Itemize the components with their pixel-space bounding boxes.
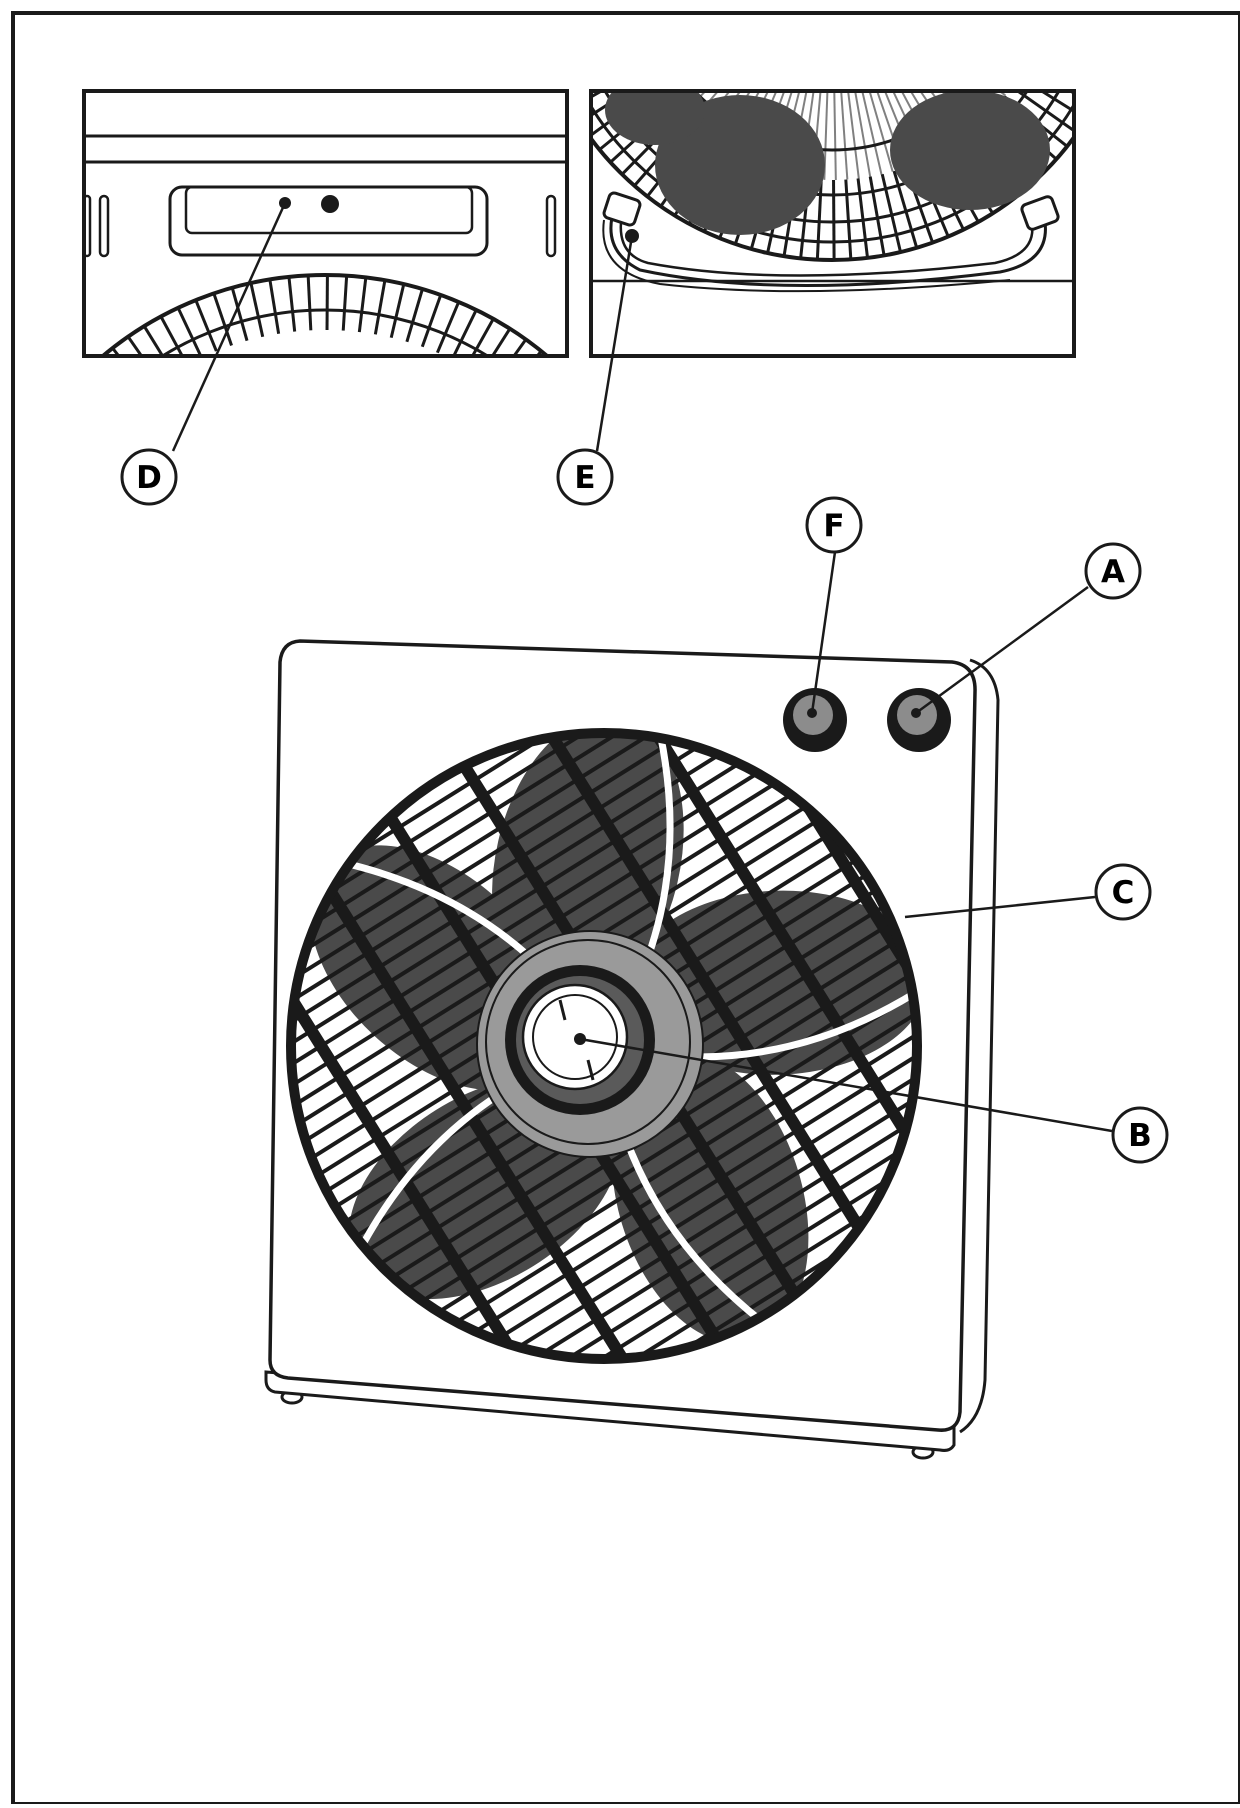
knob-a — [887, 688, 951, 752]
callout-c-label: C — [1112, 875, 1135, 911]
callout-b-label: B — [1128, 1118, 1152, 1154]
callout-a: A — [1086, 544, 1140, 598]
callout-a-label: A — [1101, 554, 1125, 590]
callout-c: C — [1096, 865, 1150, 919]
callout-f-label: F — [823, 508, 844, 544]
callout-f: F — [807, 498, 861, 552]
indicator-dot-2 — [321, 195, 339, 213]
fan-hub — [477, 931, 703, 1157]
inset-blade-3 — [605, 75, 705, 145]
inset-blade-2 — [890, 90, 1050, 210]
callout-e-label: E — [574, 460, 595, 496]
callout-e: E — [558, 450, 612, 504]
callout-b: B — [1113, 1108, 1167, 1162]
callout-d-label: D — [136, 460, 162, 496]
callout-d: D — [122, 450, 176, 504]
